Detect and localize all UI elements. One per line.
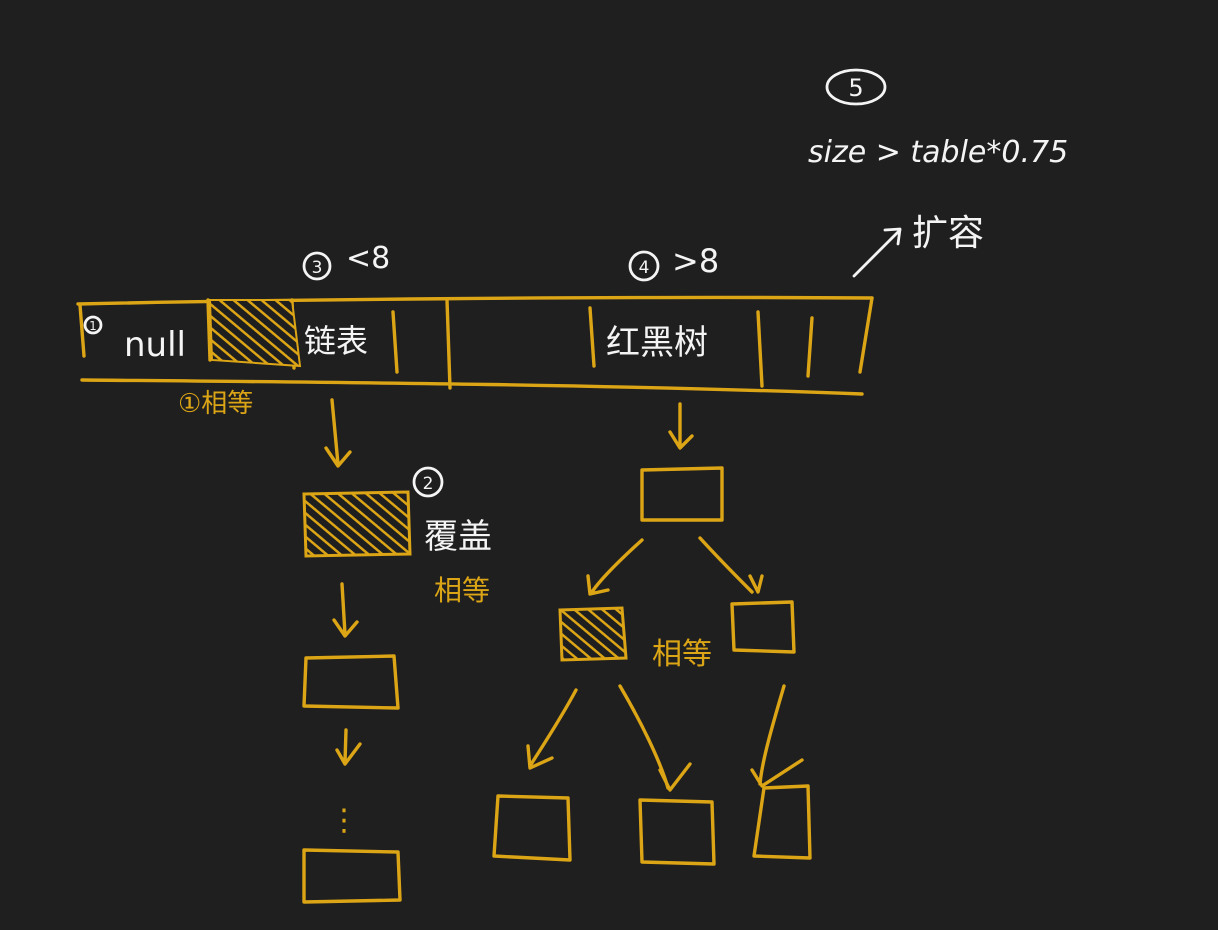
hash-table-array bbox=[76, 295, 874, 396]
list-arrow-1-icon bbox=[324, 398, 352, 468]
slot-divider-3 bbox=[391, 310, 399, 374]
linked-list-chain: ⋮ bbox=[302, 398, 412, 904]
tree-leaf-1 bbox=[492, 794, 572, 862]
step2-circle bbox=[412, 466, 444, 498]
step3-condition: <8 bbox=[346, 241, 390, 276]
list-node-2 bbox=[302, 654, 400, 710]
resize-label: 扩容 bbox=[912, 213, 984, 254]
tree-arrow-root-icon bbox=[668, 402, 694, 450]
step5-marker: 5 bbox=[848, 74, 863, 102]
step3-group: 3 <8 bbox=[302, 241, 390, 281]
array-bottom-edge bbox=[80, 378, 864, 396]
resize-arrow-icon bbox=[852, 227, 902, 278]
tree-equal-label: 相等 bbox=[652, 637, 712, 672]
list-ellipsis: ⋮ bbox=[329, 803, 359, 838]
slot-divider-1 bbox=[206, 298, 212, 362]
null-slot-label: null bbox=[124, 325, 186, 365]
red-black-tree bbox=[492, 402, 812, 866]
tree-node-right bbox=[730, 600, 796, 654]
step3-circle bbox=[302, 251, 332, 281]
list-node-3 bbox=[302, 848, 402, 904]
step1-equal-label: ①相等 bbox=[178, 389, 253, 419]
tree-edge-left-icon bbox=[586, 538, 644, 596]
tree-leaf-3 bbox=[752, 784, 812, 860]
list-node-matched bbox=[302, 490, 412, 558]
array-right-edge bbox=[858, 296, 874, 374]
step2-marker: 2 bbox=[423, 474, 434, 494]
step4-circle bbox=[628, 250, 660, 282]
step5-circle bbox=[825, 68, 887, 106]
step5-group: 5 size > table*0.75 扩容 bbox=[808, 68, 1068, 278]
matched-slot-hatched bbox=[208, 299, 302, 368]
list-arrow-3-icon bbox=[335, 728, 362, 766]
list-arrow-2-icon bbox=[332, 582, 359, 638]
tree-leaf-2 bbox=[638, 798, 716, 866]
step3-marker: 3 bbox=[312, 258, 323, 278]
step1-marker: 1 bbox=[89, 319, 97, 333]
slot-divider-4 bbox=[445, 298, 452, 390]
slot-divider-5 bbox=[588, 306, 596, 368]
array-top-edge bbox=[76, 295, 874, 306]
slot-divider-7 bbox=[806, 316, 814, 378]
tree-edge-right-icon bbox=[698, 536, 764, 594]
step2-equal-text: 相等 bbox=[434, 574, 490, 607]
red-black-tree-label: 红黑树 bbox=[606, 323, 708, 363]
tree-edge-lr-icon bbox=[618, 684, 692, 792]
tree-edge-rr-icon bbox=[750, 684, 804, 788]
step1-circle bbox=[83, 315, 103, 335]
slot-divider-6 bbox=[756, 310, 764, 388]
step4-marker: 4 bbox=[639, 258, 650, 278]
linked-list-label: 链表 bbox=[304, 322, 368, 360]
step2-overwrite-text: 覆盖 bbox=[424, 517, 492, 557]
step4-condition: >8 bbox=[672, 242, 719, 280]
tree-node-matched bbox=[558, 606, 628, 662]
tree-root-node bbox=[640, 466, 724, 522]
step4-group: 4 >8 bbox=[628, 242, 719, 282]
tree-edge-ll-icon bbox=[526, 688, 578, 770]
array-left-edge bbox=[78, 303, 86, 358]
resize-condition-text: size > table*0.75 bbox=[808, 135, 1068, 170]
